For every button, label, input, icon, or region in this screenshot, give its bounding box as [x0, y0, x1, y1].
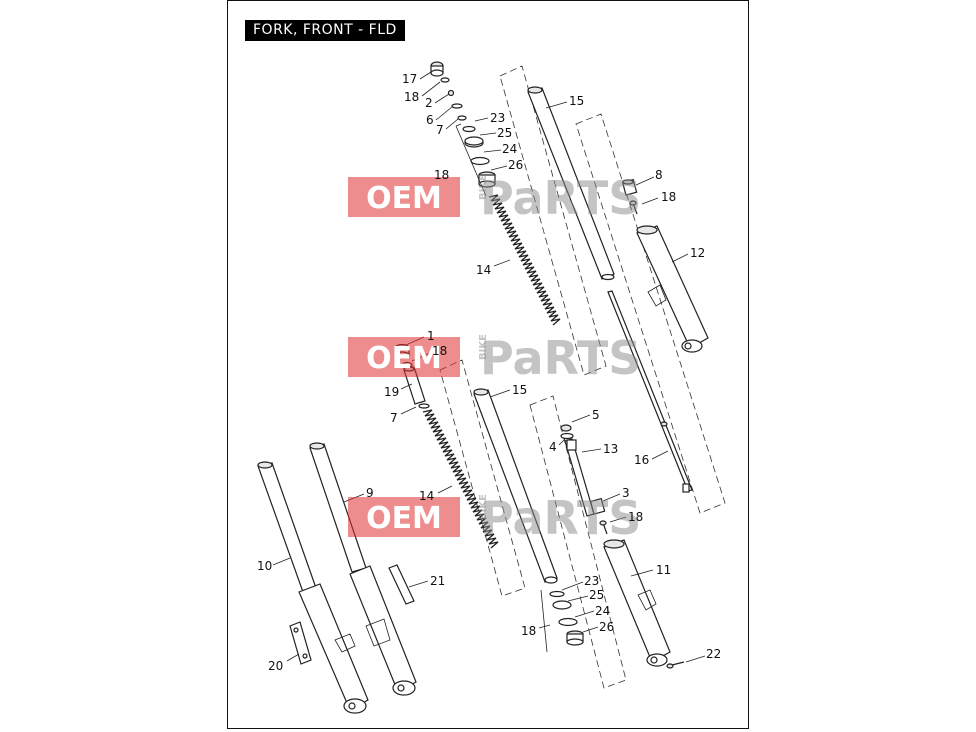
callout-8: 8: [655, 168, 663, 182]
callout-labels: 17 18 2 6 7 23 25 24 26 18 15 8 18 12 14…: [257, 72, 721, 673]
callout-15: 15: [512, 383, 527, 397]
upper-slider-assembly: [607, 178, 709, 493]
callout-18: 18: [521, 624, 536, 638]
callout-22: 22: [706, 647, 721, 661]
svg-text:BIKE: BIKE: [478, 174, 489, 200]
watermark-upper: OEM BIKE PaRTS: [348, 171, 641, 225]
callout-12: 12: [690, 246, 705, 260]
upper-fork-tube: [527, 86, 615, 281]
watermark-middle: OEM BIKE PaRTS: [348, 331, 641, 385]
leader-lines: [272, 71, 706, 663]
callout-3: 3: [622, 486, 630, 500]
callout-1: 1: [427, 329, 435, 343]
watermark-lower: OEM BIKE PaRTS: [348, 491, 641, 545]
svg-text:PaRTS: PaRTS: [480, 491, 641, 545]
callout-18: 18: [628, 510, 643, 524]
callout-15: 15: [569, 94, 584, 108]
damper-rod-assembly: [560, 424, 608, 535]
bracket-20: [289, 621, 312, 665]
callout-10: 10: [257, 559, 272, 573]
callout-23: 23: [584, 574, 599, 588]
svg-text:PaRTS: PaRTS: [480, 331, 641, 385]
svg-text:PaRTS: PaRTS: [480, 171, 641, 225]
callout-11: 11: [656, 563, 671, 577]
callout-26: 26: [508, 158, 523, 172]
callout-18: 18: [432, 344, 447, 358]
callout-18: 18: [434, 168, 449, 182]
callout-23: 23: [490, 111, 505, 125]
lower-fork-tube: [473, 388, 558, 584]
upper-tube-group-boundary: [499, 65, 607, 376]
callout-21: 21: [430, 574, 445, 588]
svg-text:BIKE: BIKE: [478, 334, 489, 360]
callout-18: 18: [661, 190, 676, 204]
callout-24: 24: [502, 142, 517, 156]
callout-16: 16: [634, 453, 649, 467]
svg-text:OEM: OEM: [366, 341, 442, 376]
lower-fork-spring: [422, 409, 499, 549]
callout-5: 5: [592, 408, 600, 422]
complete-fork-leg-10: [257, 461, 369, 714]
svg-text:OEM: OEM: [366, 181, 442, 216]
callout-4: 4: [549, 440, 557, 454]
svg-text:BIKE: BIKE: [478, 494, 489, 520]
callout-19: 19: [384, 385, 399, 399]
callout-7: 7: [436, 123, 444, 137]
callout-9: 9: [366, 486, 374, 500]
upper-slider-group-boundary: [575, 113, 726, 514]
callout-14: 14: [419, 489, 434, 503]
lower-seal-stack: [540, 589, 584, 653]
callout-7: 7: [390, 411, 398, 425]
callout-25: 25: [589, 588, 604, 602]
bracket-21: [388, 564, 415, 605]
callout-6: 6: [426, 113, 434, 127]
callout-2: 2: [425, 96, 433, 110]
upper-fork-spring: [488, 194, 561, 326]
callout-18: 18: [404, 90, 419, 104]
callout-26: 26: [599, 620, 614, 634]
lower-slider-group-boundary: [529, 395, 627, 689]
callout-17: 17: [402, 72, 417, 86]
upper-cap-stack: [430, 61, 496, 197]
complete-fork-leg-9: [309, 442, 417, 696]
callout-25: 25: [497, 126, 512, 140]
callout-13: 13: [603, 442, 618, 456]
callout-14: 14: [476, 263, 491, 277]
callout-20: 20: [268, 659, 283, 673]
diagram-title: FORK, FRONT - FLD: [245, 20, 405, 41]
callout-24: 24: [595, 604, 610, 618]
lower-slider-assembly: [603, 539, 685, 669]
svg-text:OEM: OEM: [366, 501, 442, 536]
